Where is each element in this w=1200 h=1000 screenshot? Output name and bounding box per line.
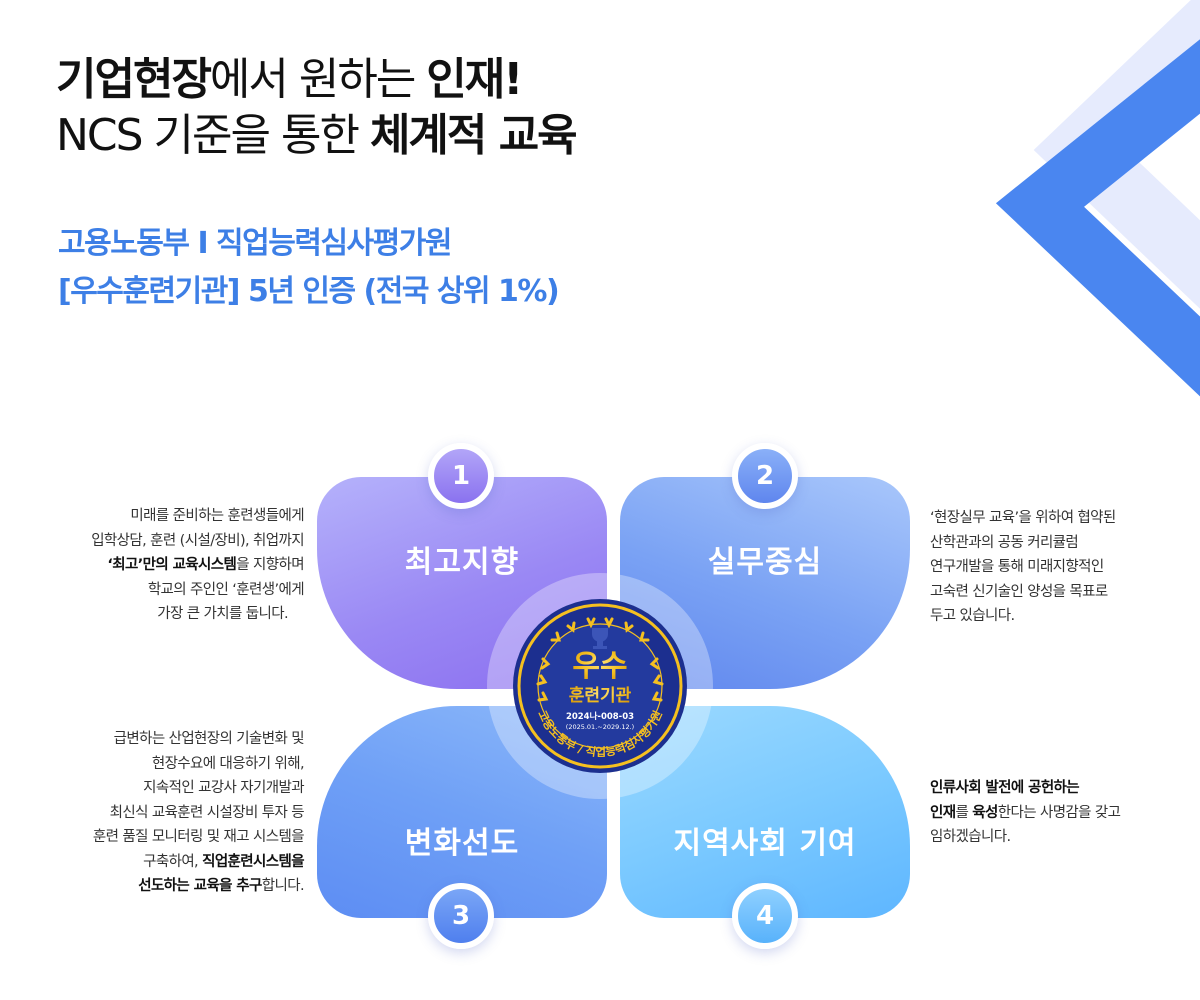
certification-line-1: 고용노동부 I 직업능력심사평가원 <box>58 226 452 261</box>
description-line: 최신식 교육훈련 시설장비 투자 등 <box>109 804 305 821</box>
description-line: 훈련 품질 모니터링 및 재고 시스템을 <box>92 829 305 845</box>
description-pillar-1: 미래를 준비하는 훈련생들에게 입학상담, 훈련 (시설/장비), 취업까지 ‘… <box>91 504 304 627</box>
description-pillar-2: ‘현장실무 교육’을 위하여 협약된 산학관과의 공동 커리큘럼 연구개발을 통… <box>930 506 1116 629</box>
pillar-number-1: 1 <box>428 443 494 509</box>
excellent-training-institution-seal: 우수 훈련기관 2024나-008-03 (2025.01.~2029.12.)… <box>513 599 687 773</box>
description-emphasis: 인재 <box>930 804 956 821</box>
description-line: 입학상담, 훈련 (시설/장비), 취업까지 <box>91 532 304 549</box>
description-emphasis: 선도하는 교육을 추구 <box>138 878 262 894</box>
description-emphasis: 육성 <box>972 804 998 821</box>
badge-sub-text: 훈련기관 <box>569 685 632 706</box>
pillar-title-1: 최고지향 <box>404 545 520 580</box>
description-line: 구축하여, 직업훈련시스템을 <box>93 850 305 875</box>
badge-code: 2024나-008-03 <box>566 711 634 722</box>
certification-subheading: 고용노동부 I 직업능력심사평가원 [우수훈련기관] 5년 인증 (전국 상위 … <box>58 220 560 316</box>
description-line: 지속적인 교강사 자기개발과 <box>143 780 305 796</box>
description-line: 임하겠습니다. <box>930 829 1011 845</box>
description-pillar-3: 급변하는 산업현장의 기술변화 및 현장수요에 대응하기 위해, 지속적인 교강… <box>92 727 305 899</box>
description-text: 을 지향하며 <box>236 557 304 573</box>
pillar-title-2: 실무중심 <box>707 545 823 580</box>
description-text: 를 <box>955 804 973 821</box>
headline-bold-text: 기업현장 <box>56 54 212 105</box>
badge-main-text: 우수 <box>572 649 627 684</box>
description-emphasis: ‘최고’만의 교육시스템 <box>107 557 237 573</box>
headline-bold-text: 체계적 교육 <box>369 110 578 161</box>
pillar-number-4: 4 <box>732 883 798 949</box>
pillar-number-2: 2 <box>732 443 798 509</box>
description-line: 연구개발을 통해 미래지향적인 <box>930 559 1104 575</box>
pillar-card-4: 지역사회 기여 <box>620 706 910 918</box>
headline-line-1: 기업현장에서 원하는 인재! <box>56 52 576 108</box>
pillar-title-3: 변화선도 <box>404 826 520 861</box>
description-line: ‘현장실무 교육’을 위하여 협약된 <box>930 510 1116 526</box>
description-emphasis: 직업훈련시스템을 <box>202 853 305 870</box>
pillar-number-3: 3 <box>428 883 494 949</box>
description-emphasis: 인류사회 발전에 공헌하는 <box>930 780 1080 796</box>
description-line: 급변하는 산업현장의 기술변화 및 <box>113 731 305 747</box>
pillar-card-2: 실무중심 <box>620 477 910 689</box>
headline-regular-text: NCS 기준을 통한 <box>56 110 370 161</box>
description-line: 학교의 주인인 ‘훈련생’에게 <box>147 581 305 598</box>
description-text: 합니다. <box>261 878 305 894</box>
description-line: ‘최고’만의 교육시스템을 지향하며 <box>91 553 304 578</box>
description-line: 고숙련 신기술인 양성을 목표로 <box>930 583 1108 600</box>
description-line: 현장수요에 대응하기 위해, <box>151 755 305 772</box>
description-line: 두고 있습니다. <box>930 608 1015 624</box>
trophy-icon <box>592 628 608 649</box>
description-line: 산학관과의 공동 커리큘럼 <box>930 534 1079 551</box>
headline-bold-text: 인재! <box>426 54 523 105</box>
headline: 기업현장에서 원하는 인재! NCS 기준을 통한 체계적 교육 <box>56 52 578 164</box>
description-line: 인재를 육성한다는 사명감을 갖고 <box>930 801 1121 826</box>
description-pillar-4: 인류사회 발전에 공헌하는 인재를 육성한다는 사명감을 갖고 임하겠습니다. <box>930 776 1121 850</box>
pillar-title-4: 지역사회 기여 <box>673 826 857 861</box>
headline-line-2: NCS 기준을 통한 체계적 교육 <box>56 108 578 164</box>
badge-period: (2025.01.~2029.12.) <box>566 723 634 731</box>
description-line: 인류사회 발전에 공헌하는 <box>930 776 1120 801</box>
description-line: 선도하는 교육을 추구합니다. <box>93 874 304 899</box>
description-text: 한다는 사명감을 갖고 <box>997 804 1121 821</box>
description-line: 가장 큰 가치를 둡니다. <box>157 606 288 622</box>
certification-line-2: [우수훈련기관] 5년 인증 (전국 상위 1%) <box>58 274 560 309</box>
description-text: 구축하여, <box>143 853 203 870</box>
headline-regular-text: 에서 원하는 <box>209 54 427 105</box>
description-line: 미래를 준비하는 훈련생들에게 <box>130 508 304 524</box>
